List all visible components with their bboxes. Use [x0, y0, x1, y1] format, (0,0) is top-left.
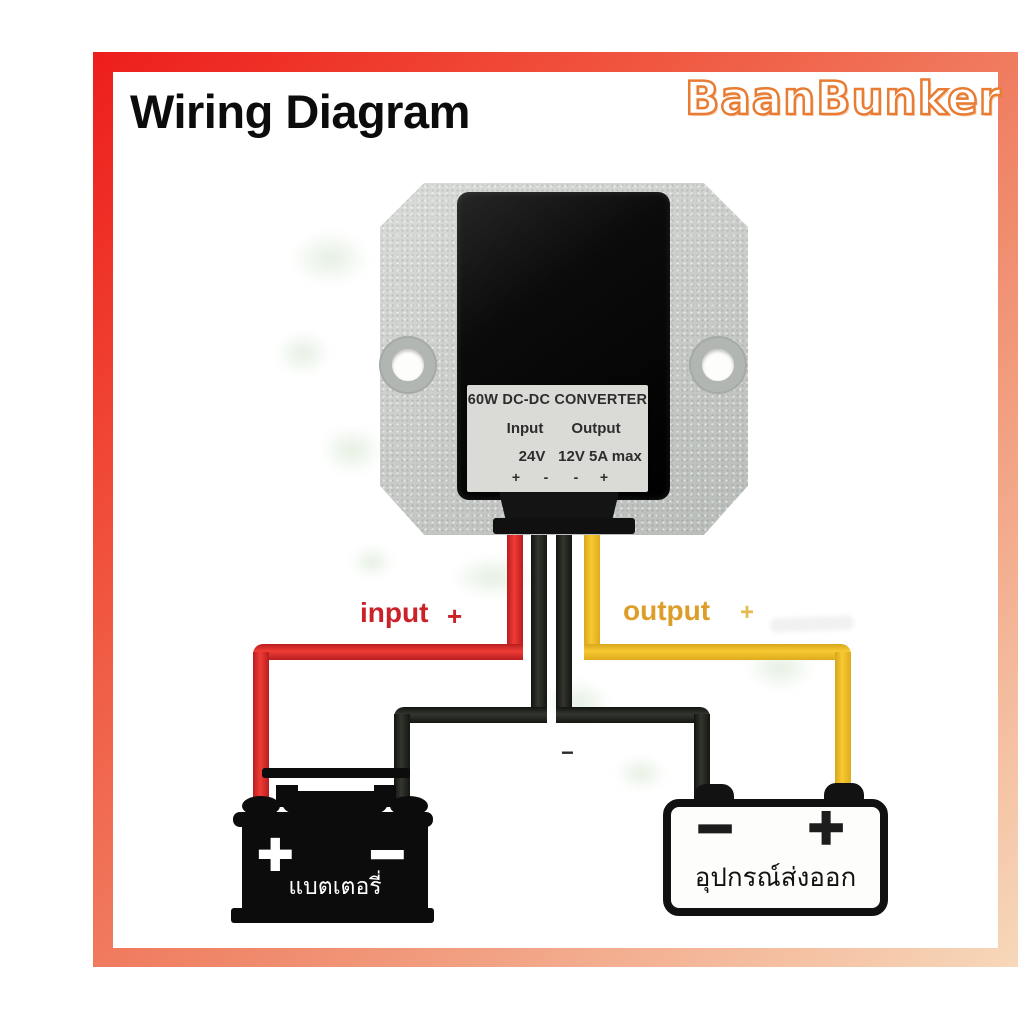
output-device-box	[663, 799, 888, 916]
page-title: Wiring Diagram	[130, 85, 470, 138]
output-device-label: อุปกรณ์ส่งออก	[694, 862, 857, 892]
terminal-mark: -	[543, 469, 549, 485]
input-plus-sign: +	[447, 601, 463, 631]
battery-base	[231, 908, 434, 923]
output-plus-sign: +	[740, 599, 755, 626]
battery-handle	[282, 791, 388, 813]
watermark-streak	[769, 615, 855, 633]
watermark-blob	[320, 425, 384, 475]
terminal-mark: +	[511, 469, 521, 485]
wire-yellow-drop	[835, 652, 851, 793]
watermark-blob	[290, 230, 370, 286]
battery-terminal-negative	[390, 796, 428, 816]
wire-red-horizontal	[253, 644, 523, 660]
wire-black-left-horizontal	[394, 707, 547, 723]
converter-output-header: Output	[571, 420, 621, 437]
converter-input-value: 24V	[518, 448, 546, 465]
wire-connector-lower	[493, 518, 635, 534]
battery-top-bar	[233, 812, 433, 827]
terminal-mark: -	[573, 469, 579, 485]
device-terminal-positive	[824, 783, 864, 803]
minus-icon: −	[693, 800, 737, 856]
brand-logo: BaanBunker	[684, 71, 1002, 127]
wire-connector-upper	[499, 492, 619, 522]
watermark-blob	[615, 755, 667, 791]
battery-terminal-positive	[242, 796, 280, 816]
wire-black-left-vertical	[531, 528, 547, 722]
wire-black-right-drop	[694, 714, 710, 795]
converter-title: 60W DC-DC CONVERTER	[467, 392, 648, 408]
wire-black-left-drop	[394, 714, 410, 804]
converter-output-value: 12V 5A max	[558, 448, 642, 465]
converter-spec-label: 60W DC-DC CONVERTER Input Output 24V 12V…	[467, 385, 648, 492]
wire-yellow-horizontal	[584, 644, 851, 660]
wire-red-vertical	[507, 528, 523, 654]
plus-icon: +	[804, 799, 848, 855]
watermark-blob	[275, 330, 331, 376]
common-negative-sign: −	[561, 740, 574, 765]
output-wire-label: output	[623, 595, 711, 626]
terminal-mark: +	[599, 469, 609, 485]
mounting-hole-right	[691, 338, 745, 392]
plus-icon: +	[254, 826, 297, 880]
converter-input-header: Input	[506, 420, 544, 437]
battery-terminal-bar	[262, 768, 410, 778]
input-wire-label: input	[360, 597, 429, 628]
wire-yellow-vertical	[584, 528, 600, 660]
watermark-blob	[350, 545, 394, 579]
wire-black-right-horizontal	[556, 707, 710, 723]
mounting-hole-left	[381, 338, 435, 392]
minus-icon: −	[366, 826, 409, 880]
battery-label: แบตเตอรี่	[288, 873, 382, 899]
wire-black-right-vertical	[556, 528, 572, 722]
watermark-blob	[450, 555, 536, 599]
wire-red-drop	[253, 652, 269, 808]
battery-body	[242, 826, 428, 909]
